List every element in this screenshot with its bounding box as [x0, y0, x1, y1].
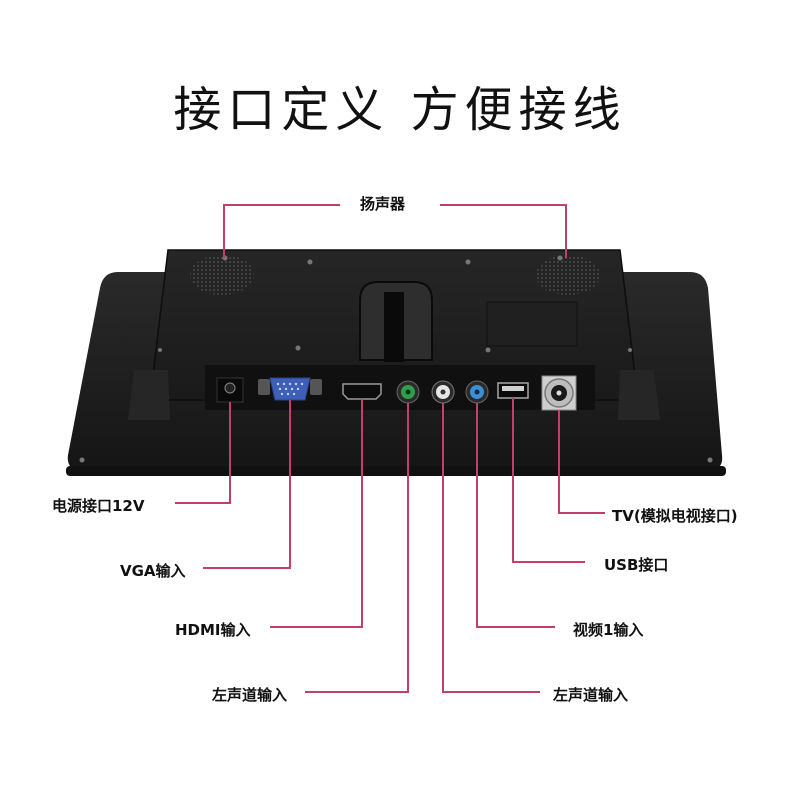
monitor-bottom-edge	[66, 466, 726, 476]
usb-port-icon	[497, 382, 529, 399]
sticker-area	[486, 301, 578, 347]
dc-power-port-icon	[216, 377, 244, 403]
label-video-1-input: 视频1输入	[573, 621, 644, 639]
label-left-audio-input-right: 左声道输入	[553, 686, 629, 704]
rca-green-port-icon	[396, 380, 420, 404]
tv-coax-port-icon	[541, 375, 577, 411]
label-usb-port: USB接口	[604, 556, 669, 574]
label-hdmi-input: HDMI输入	[175, 621, 251, 639]
leader-lines	[175, 204, 605, 693]
rca-blue-port-icon	[465, 380, 489, 404]
label-left-audio-input-left: 左声道输入	[212, 686, 288, 704]
page-title: 接口定义 方便接线	[173, 82, 627, 138]
mount-slot	[384, 292, 404, 362]
left-foot	[128, 370, 170, 420]
label-power-12v: 电源接口12V	[52, 497, 145, 515]
speaker-grill-right-icon	[536, 255, 600, 295]
label-vga-input: VGA输入	[120, 562, 186, 580]
label-speaker: 扬声器	[360, 195, 406, 213]
speaker-grill-left-icon	[190, 255, 254, 295]
hdmi-port-icon	[342, 383, 382, 400]
vga-port-icon	[258, 377, 322, 401]
label-tv-analog: TV(模拟电视接口)	[612, 507, 738, 525]
rca-white-port-icon	[431, 380, 455, 404]
right-foot	[618, 370, 660, 420]
